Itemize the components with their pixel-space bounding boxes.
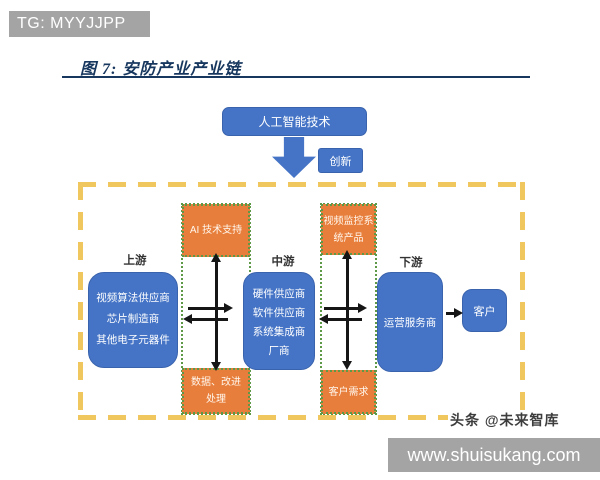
vertical-double-arrow-right bbox=[341, 250, 352, 370]
arrow-midstream-to-upstream bbox=[183, 313, 228, 324]
midstream-line: 软件供应商 bbox=[252, 307, 306, 319]
node-video-surveillance-products: 视频监控系统产品 bbox=[321, 204, 376, 255]
stage-label-upstream: 上游 bbox=[123, 255, 147, 267]
dashed-frame-bottom bbox=[78, 415, 525, 420]
source-credit-watermark: 头条 @未来智库 bbox=[448, 410, 562, 430]
node-ai-tech-support-label: AI 技术支持 bbox=[189, 225, 243, 236]
node-data-improvement: 数据、改进 处理 bbox=[182, 368, 250, 414]
node-data-improvement-line1: 数据、改进 bbox=[191, 377, 241, 388]
node-data-improvement-line2: 处理 bbox=[206, 394, 226, 405]
column-video-products: 视频监控系统产品 客户需求 bbox=[320, 203, 377, 415]
node-customer: 客户 bbox=[462, 289, 507, 332]
node-customer-demand: 客户需求 bbox=[321, 370, 376, 414]
node-innovation: 创新 bbox=[318, 148, 363, 173]
node-video-surveillance-products-label: 视频监控系统产品 bbox=[323, 215, 374, 244]
arrow-midstream-to-downstream bbox=[324, 302, 367, 313]
stage-label-midstream: 中游 bbox=[271, 256, 295, 268]
node-ai-tech-support: AI 技术支持 bbox=[182, 204, 250, 257]
arrow-upstream-to-midstream bbox=[188, 302, 233, 313]
stage-label-downstream: 下游 bbox=[399, 257, 423, 269]
node-operation-service: 运营服务商 bbox=[377, 272, 443, 372]
midstream-line: 系统集成商 bbox=[252, 326, 306, 338]
dashed-frame-left bbox=[78, 182, 83, 420]
node-upstream-suppliers: 视频算法供应商 芯片制造商 其他电子元器件 bbox=[88, 272, 178, 368]
node-ai-technology: 人工智能技术 bbox=[222, 107, 367, 136]
bottom-watermark-banner: www.shuisukang.com bbox=[388, 438, 600, 472]
midstream-line: 厂商 bbox=[268, 345, 290, 357]
block-down-arrow bbox=[272, 137, 316, 178]
title-underline bbox=[62, 76, 530, 78]
dashed-frame-top bbox=[78, 182, 525, 187]
node-midstream-suppliers: 硬件供应商 软件供应商 系统集成商 厂商 bbox=[243, 272, 315, 370]
node-customer-demand-label: 客户需求 bbox=[328, 386, 369, 398]
upstream-line: 芯片制造商 bbox=[106, 313, 160, 325]
upstream-line: 其他电子元器件 bbox=[96, 334, 170, 346]
upstream-line: 视频算法供应商 bbox=[96, 292, 170, 304]
arrow-service-to-customer bbox=[446, 307, 463, 318]
vertical-double-arrow-left bbox=[210, 253, 221, 371]
midstream-line: 硬件供应商 bbox=[252, 288, 306, 300]
top-watermark-banner: TG: MYYJJPP bbox=[9, 11, 150, 37]
figure-title: 图 7: 安防产业产业链 bbox=[80, 61, 242, 78]
arrow-downstream-to-midstream bbox=[319, 313, 362, 324]
dashed-frame-right bbox=[520, 182, 525, 420]
